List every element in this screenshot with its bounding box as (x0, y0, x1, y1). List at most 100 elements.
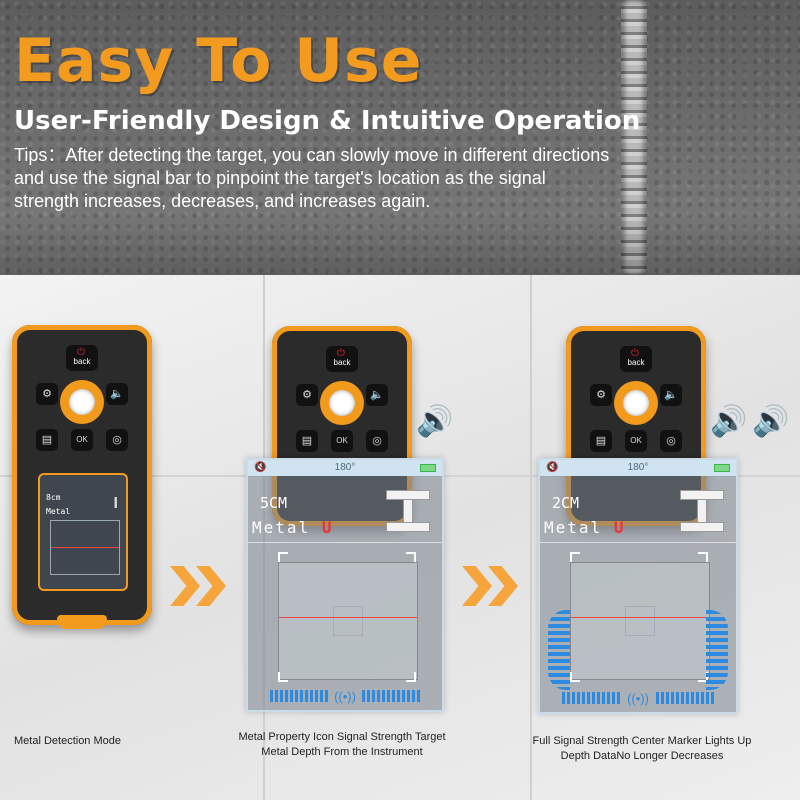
wood-icon: ▤ (301, 435, 313, 447)
calibrate-button[interactable]: ◎ (106, 429, 128, 451)
target-icon: ◎ (666, 435, 676, 447)
screen-zoom-2: 🔇 180° 2CM Metal U ((•)) (538, 458, 738, 714)
scan-frame (278, 552, 416, 682)
screen-status-bar: 🔇 180° (248, 460, 442, 476)
speaker-sound-icon: 🔊 (710, 405, 748, 438)
device-foot (57, 615, 107, 629)
i-beam-icon (680, 490, 724, 532)
back-button[interactable]: ⏻back (66, 345, 98, 371)
depth-readout: 5CM (260, 494, 288, 512)
mute-icon: 🔇 (546, 462, 559, 473)
metal-label: Metal U (252, 518, 333, 537)
magnet-icon: U (613, 518, 626, 537)
metal-text: Metal (544, 518, 603, 537)
mini-depth: 8cm (46, 493, 61, 502)
mini-target-box (50, 520, 120, 575)
gear-icon: ⚙ (596, 389, 606, 401)
crosshair-line (279, 617, 417, 618)
ok-label: OK (336, 436, 348, 445)
screen-zoom-1: 🔇 180° 5CM Metal U ((•)) (246, 458, 444, 712)
back-label: back (627, 358, 645, 367)
target-window (570, 562, 710, 680)
scan-frame (570, 552, 708, 682)
ok-button[interactable]: OK (625, 430, 647, 452)
target-icon: ◎ (372, 435, 382, 447)
chevron-right-icon (196, 566, 226, 606)
wood-icon: ▤ (41, 434, 53, 446)
depth-readout: 2CM (552, 494, 580, 512)
speaker-icon: 🔈 (110, 388, 124, 400)
mode-button[interactable]: ▤ (296, 430, 318, 452)
chevron-right-icon (462, 566, 492, 606)
battery-icon (420, 464, 436, 472)
detector-device-1: ⏻back ⚙ 🔈 ▤ OK ◎ 8cm Metal I (12, 325, 152, 629)
caption-middle: Metal Property Icon Signal Strength Targ… (238, 731, 446, 758)
mute-icon: 🔇 (254, 462, 267, 473)
device-screen: 8cm Metal I (38, 473, 128, 591)
crosshair-line (571, 617, 709, 618)
back-button[interactable]: ⏻back (620, 346, 652, 372)
rebar-image (621, 0, 647, 275)
i-beam-icon (386, 490, 430, 532)
signal-bar-left (270, 690, 328, 702)
chevron-right-icon (488, 566, 518, 606)
chevron-right-icon (170, 566, 200, 606)
signal-bar-right (656, 692, 714, 704)
power-icon: ⏻ (631, 348, 639, 359)
calibrate-button[interactable]: ◎ (660, 430, 682, 452)
angle-readout: 180° (334, 462, 356, 473)
signal-arc-left (548, 610, 570, 690)
back-label: back (333, 358, 351, 367)
gear-icon: ⚙ (302, 389, 312, 401)
power-icon: ⏻ (337, 348, 345, 359)
calibrate-button[interactable]: ◎ (366, 430, 388, 452)
ok-button[interactable]: OK (71, 429, 93, 451)
sensor-ring (320, 381, 364, 425)
signal-icon: ((•)) (334, 689, 356, 704)
center-marker (333, 606, 363, 636)
signal-bar-left (562, 692, 620, 704)
mode-button[interactable]: ▤ (590, 430, 612, 452)
signal-bar-right (362, 690, 420, 702)
caption-left: Metal Detection Mode (14, 735, 121, 747)
gear-icon: ⚙ (42, 388, 52, 400)
settings-button[interactable]: ⚙ (590, 384, 612, 406)
tips-text: Tips：After detecting the target, you can… (14, 145, 610, 211)
volume-button[interactable]: 🔈 (366, 384, 388, 406)
power-icon: ⏻ (77, 347, 85, 358)
speaker-icon: 🔈 (664, 389, 678, 401)
subheading: User-Friendly Design & Intuitive Operati… (14, 106, 641, 136)
detector-device-2: ⏻back ⚙ 🔈 ▤ OK ◎ (272, 326, 412, 526)
signal-arc-right (706, 610, 728, 690)
volume-button[interactable]: 🔈 (660, 384, 682, 406)
settings-button[interactable]: ⚙ (36, 383, 58, 405)
arrow-chevrons-1 (170, 566, 226, 606)
speaker-sound-icon: 🔊 (752, 405, 790, 438)
arrow-chevrons-2 (462, 566, 518, 606)
angle-readout: 180° (627, 462, 649, 473)
metal-text: Metal (252, 518, 311, 537)
divider (248, 542, 442, 543)
signal-icon: ((•)) (627, 691, 649, 706)
magnet-icon: U (321, 518, 334, 537)
metal-label: Metal U (544, 518, 625, 537)
sensor-ring (60, 380, 104, 424)
speaker-icon: 🔈 (370, 389, 384, 401)
volume-button[interactable]: 🔈 (106, 383, 128, 405)
caption-right: Full Signal Strength Center Marker Light… (532, 735, 752, 762)
mode-button[interactable]: ▤ (36, 429, 58, 451)
settings-button[interactable]: ⚙ (296, 384, 318, 406)
speaker-sound-icon: 🔊 (416, 405, 454, 438)
battery-icon (714, 464, 730, 472)
target-icon: ◎ (112, 434, 122, 446)
back-button[interactable]: ⏻back (326, 346, 358, 372)
mini-metal: Metal (46, 507, 71, 516)
ok-label: OK (630, 436, 642, 445)
center-marker (625, 606, 655, 636)
hero-banner: Easy To Use User-Friendly Design & Intui… (0, 0, 800, 275)
target-window (278, 562, 418, 680)
ok-button[interactable]: OK (331, 430, 353, 452)
screen-status-bar: 🔇 180° (540, 460, 736, 476)
back-label: back (73, 357, 91, 366)
i-beam-icon: I (113, 495, 118, 512)
